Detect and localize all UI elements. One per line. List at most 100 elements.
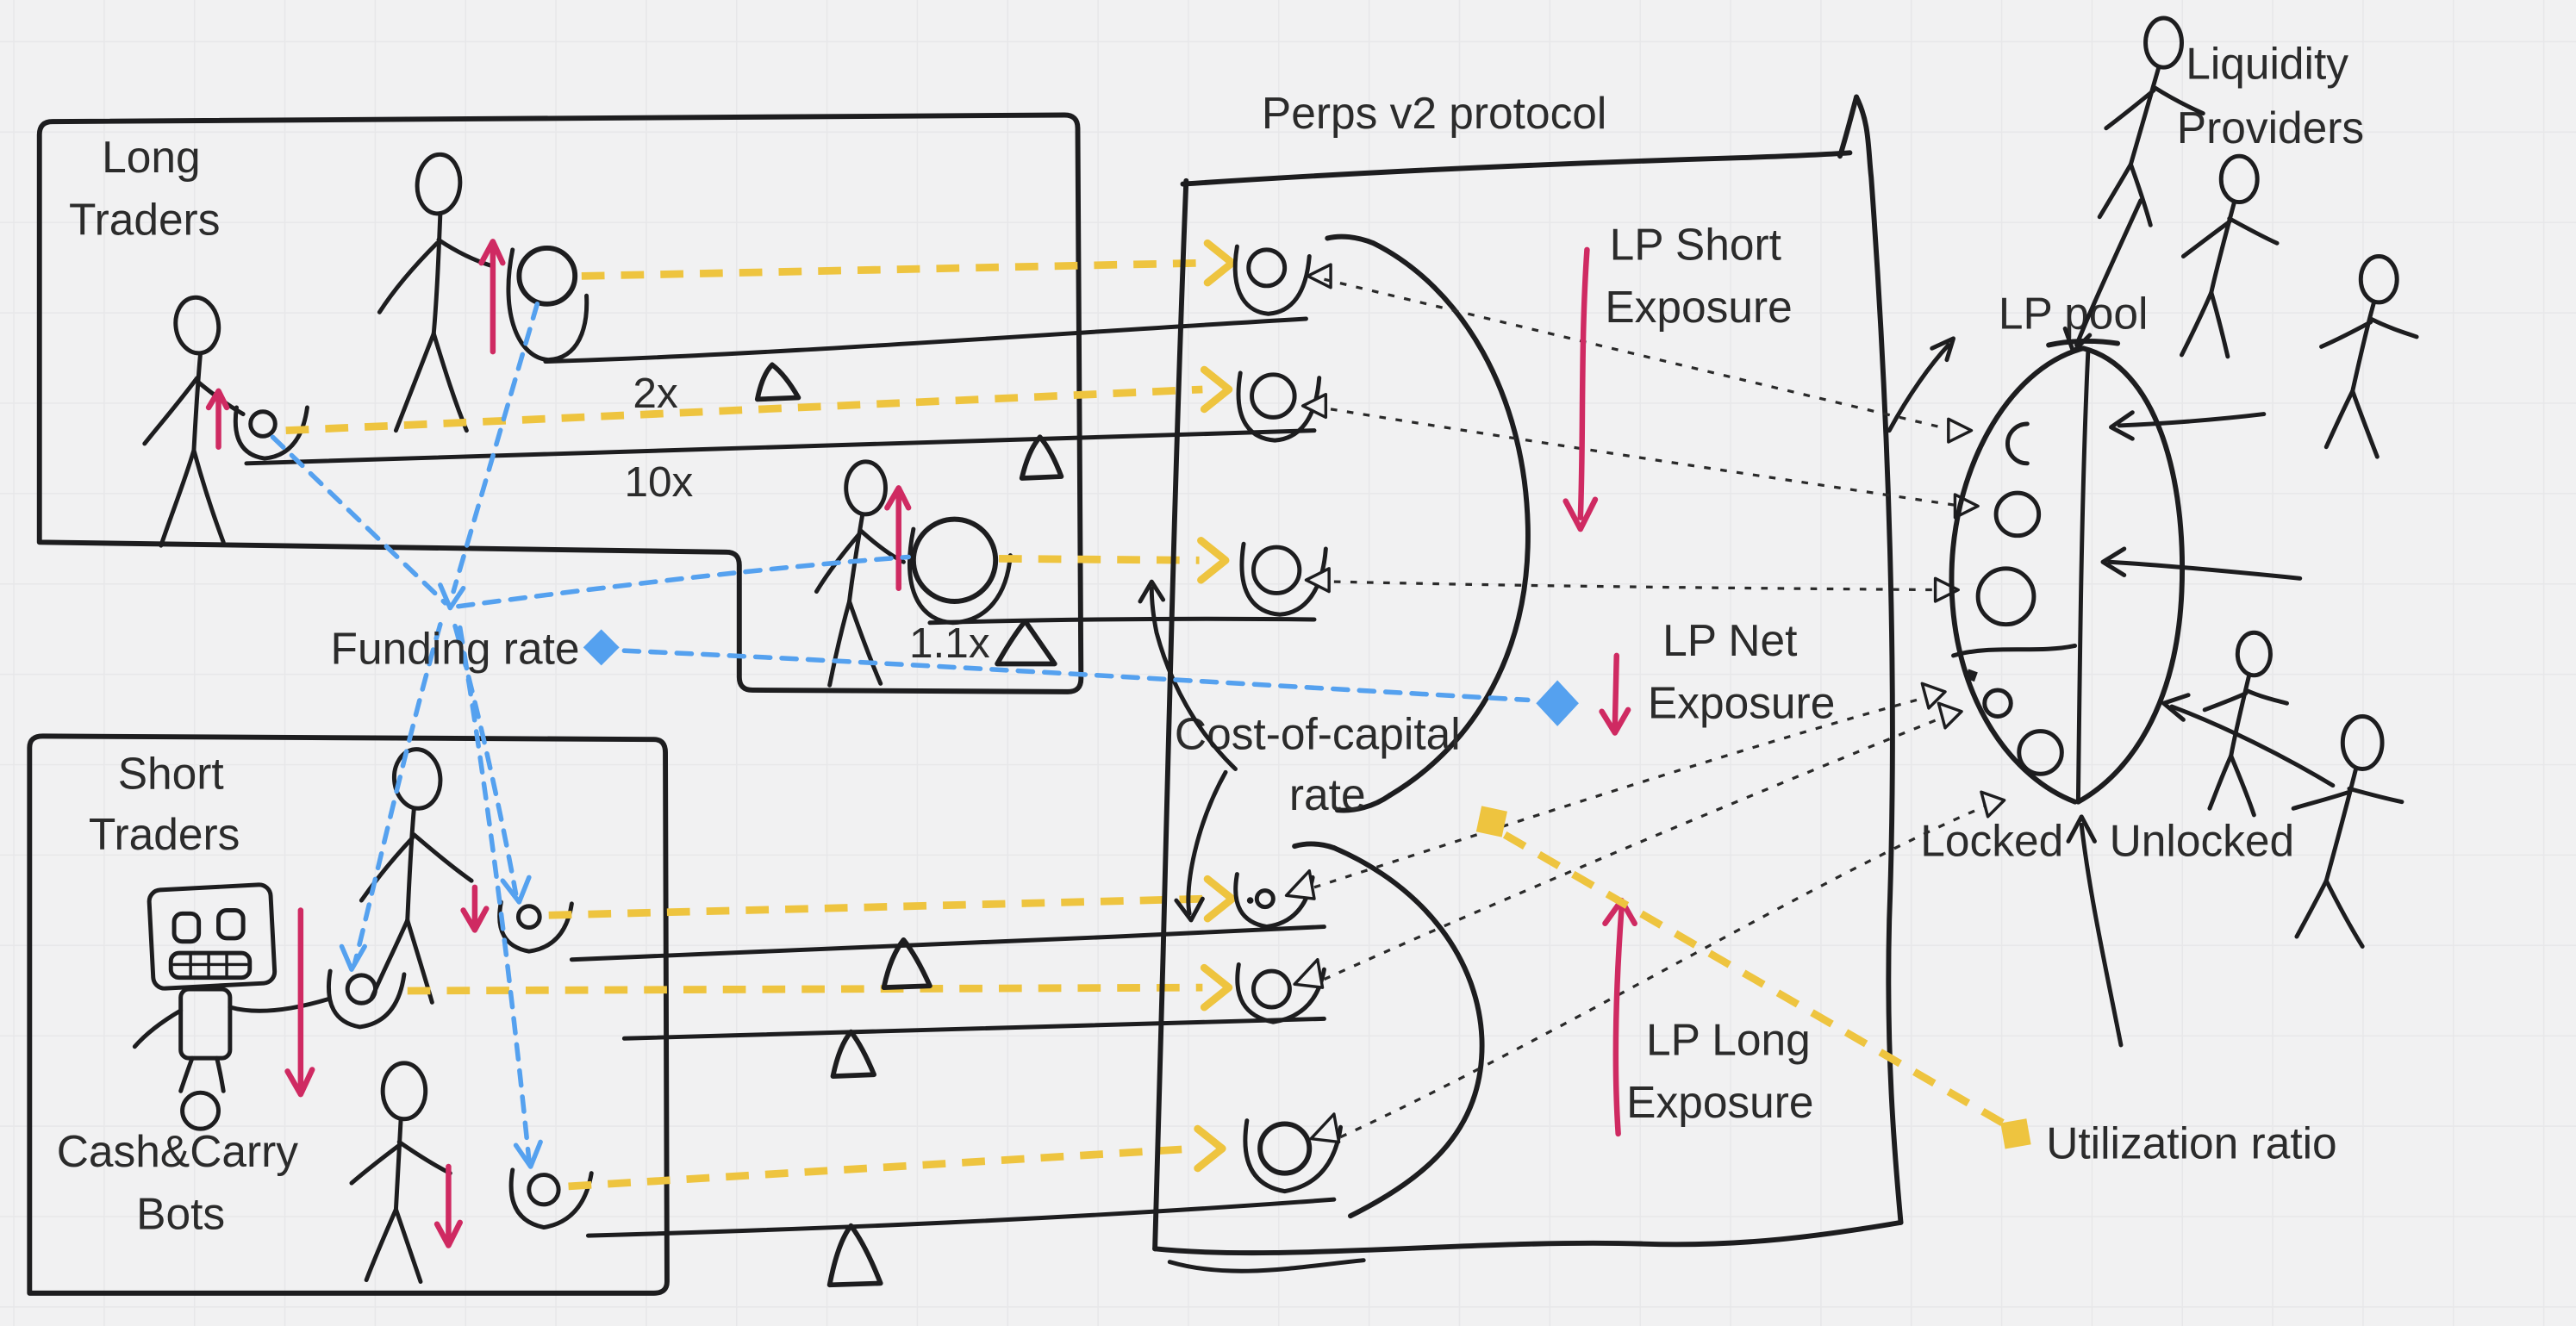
protocol-corner-spike [1837,94,1860,159]
pool-arrowhead-1 [1947,417,1974,444]
pool-locked-label: Locked [1920,816,2063,866]
fulcrum-short-2 [830,1029,876,1079]
pool-right-edge [2075,346,2186,805]
protocol-bottom-edge [1152,1219,1904,1256]
deposit-arrows [2062,198,2336,788]
lp-net-label-line1: LP Net [1662,615,1797,665]
protocol-short-position-2 [1235,958,1326,1024]
utilization-ratio: Utilization ratio [1475,806,2337,1167]
fulcrum-2x [754,362,801,402]
short-trader-2 [349,1061,594,1284]
leverage-label-10x: 10x [624,458,693,506]
protocol-long-positions [1232,244,1332,617]
locked-unlocked-arrow [2066,814,2097,844]
pool-pointer-arrow [1887,343,1951,433]
utilization-label: Utilization ratio [2046,1117,2336,1167]
beam-short-2 [621,1016,1326,1041]
collateral-arrowhead-5 [1200,963,1233,1012]
pool-unlocked-label: Unlocked [2110,816,2295,866]
lp-short-exposure: LP Short Exposure [1562,219,1793,532]
short-box-title-line1: Short [118,748,224,798]
beam-2x [543,316,1308,364]
fulcrum-10x [1019,434,1064,481]
collateral-arrowhead-4 [1203,875,1237,923]
coin-1-1x [910,516,999,604]
lp-net-arrow [1612,652,1619,730]
lp-long-label-line1: LP Long [1646,1014,1811,1064]
price-down-arrow-s1 [460,884,490,933]
beam-short-3 [585,1197,1337,1238]
leverage-label-1-1x: 1.1x [909,619,990,667]
pool-arrowhead-5 [1937,701,1963,730]
lp-short-label-line2: Exposure [1605,282,1792,332]
cash-carry-label-line2: Bots [136,1188,225,1238]
protocol-bottom-wiggle [1167,1258,1366,1273]
pool-dust [1965,669,1978,682]
lp-figure-3 [2319,254,2419,459]
robot-eye-right [216,908,246,941]
beam-10x [244,428,1317,466]
funding-arrowhead-s2 [513,1139,543,1169]
bowl-short-2 [508,1167,594,1230]
fulcrum-1-1x [995,619,1057,667]
lp-figure-4 [2202,630,2289,818]
price-up-arrow [478,239,506,355]
price-down-arrow-s2 [433,1163,463,1248]
lp-figure-2 [2180,153,2280,359]
long-traders-box: Long Traders [36,112,1084,694]
protocol-short-position-3 [1243,1112,1343,1194]
short-trader-1 [359,747,574,1005]
pool-coin-1 [2005,421,2030,466]
pool-arrowhead-6 [1980,790,2006,819]
utilization-square-end [2000,1118,2031,1149]
collateral-flows-short [407,875,1237,1191]
providers-label-line2: Providers [2177,103,2364,153]
lp-pool: LP pool Locked Unlocked [1887,288,2295,1048]
claim-arrowhead-3 [1304,567,1331,594]
short-box-title-line2: Traders [89,809,240,859]
robot-body [178,987,233,1061]
pool-divider [2075,349,2091,803]
claim-arrowhead-5 [1293,958,1325,989]
long-box-title-line2: Traders [69,195,220,245]
long-trader-2x [377,152,589,433]
short-traders-box: Short Traders Cash&Carry Bots [27,733,670,1296]
fulcrum-short-3 [826,1223,883,1288]
pool-coin-2 [1993,490,2042,538]
coin-2x [516,246,578,307]
lp-long-exposure: LP Long Exposure [1602,897,1814,1137]
price-down-arrow-long [284,907,315,1098]
claim-arrowhead-6 [1309,1112,1341,1144]
liquidity-providers: Liquidity Providers [2062,16,2419,949]
providers-label-line1: Liquidity [2186,39,2348,89]
lp-long-arrow [1612,906,1625,1137]
protocol-top-edge [1180,150,1853,187]
pool-coin-4 [1982,688,2013,719]
protocol-right-wall [1854,94,1904,1225]
protocol-outline: Perps v2 protocol [1152,88,1904,1273]
price-up-arrow-small [205,388,230,450]
long-box-title-line1: Long [102,132,200,182]
robot-eye-left [172,911,202,944]
protocol-left-wall [1152,177,1189,1252]
collateral-arrowhead-1 [1203,239,1237,287]
funding-arrowhead-robot [339,943,367,972]
funding-rate-network: Funding rate [270,302,1531,1169]
price-up-arrow-11x [884,485,912,591]
cost-label-line1: Cost-of-capital [1175,709,1461,759]
lp-net-label-line2: Exposure [1648,677,1835,727]
beam-short-1 [569,924,1326,962]
lp-figure-5 [2291,714,2404,949]
cost-arrow-down [1186,769,1228,916]
pool-inner-divider [1951,643,2078,658]
claim-arrowhead-2 [1300,392,1328,420]
cost-of-capital: Cost-of-capital rate [1138,579,1461,923]
funding-diamond-small [583,629,620,666]
fulcrum-short-1 [881,937,932,991]
pool-coin-3 [1975,566,2036,627]
coin-10x [248,409,278,439]
pool-arrowhead-3 [1933,576,1960,603]
long-trader-10x [142,295,309,548]
